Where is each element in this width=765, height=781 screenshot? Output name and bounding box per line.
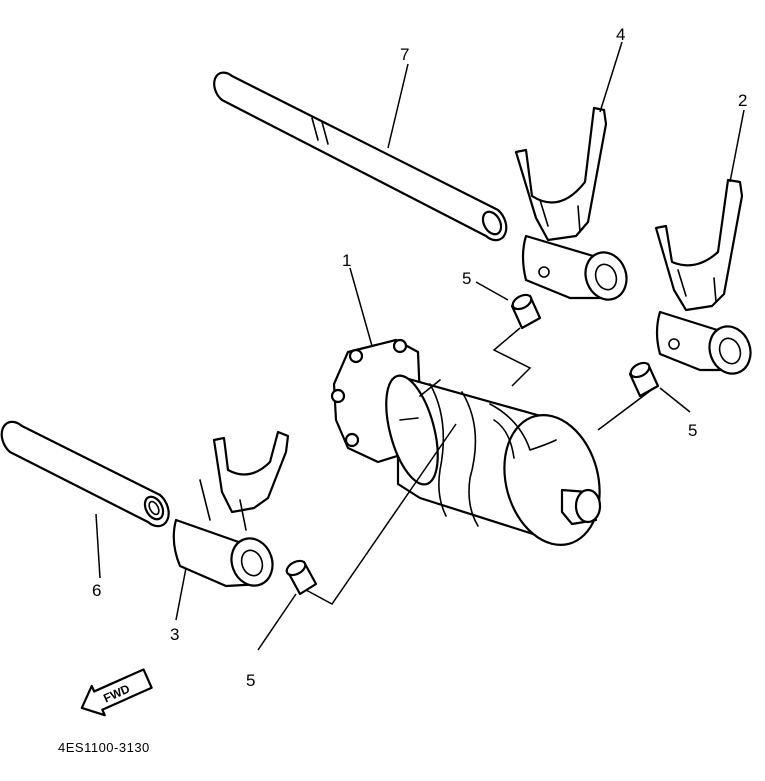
callout-5-upper: 5 [462,269,471,288]
shift-fork-4 [514,106,628,301]
callout-5-right: 5 [688,421,697,440]
callout-2: 2 [738,91,747,110]
shift-fork-2 [654,178,752,375]
shift-drum-assembly [330,338,602,546]
guide-bar-short [0,420,170,528]
guide-pin-upper [510,293,542,330]
shift-fork-3 [172,430,290,588]
callout-4: 4 [616,25,625,44]
reference-code: 4ES1100-3130 [58,740,150,755]
leader-lines [95,41,745,651]
callout-7: 7 [400,45,409,64]
callout-1: 1 [342,251,351,270]
callout-3: 3 [170,625,179,644]
guide-pin-lower [285,559,318,596]
guide-bar-long [213,71,508,242]
callout-6: 6 [92,581,101,600]
forward-direction-badge: FWD [80,668,153,717]
callout-5-lower: 5 [246,671,255,690]
guide-pin-right [628,361,660,398]
